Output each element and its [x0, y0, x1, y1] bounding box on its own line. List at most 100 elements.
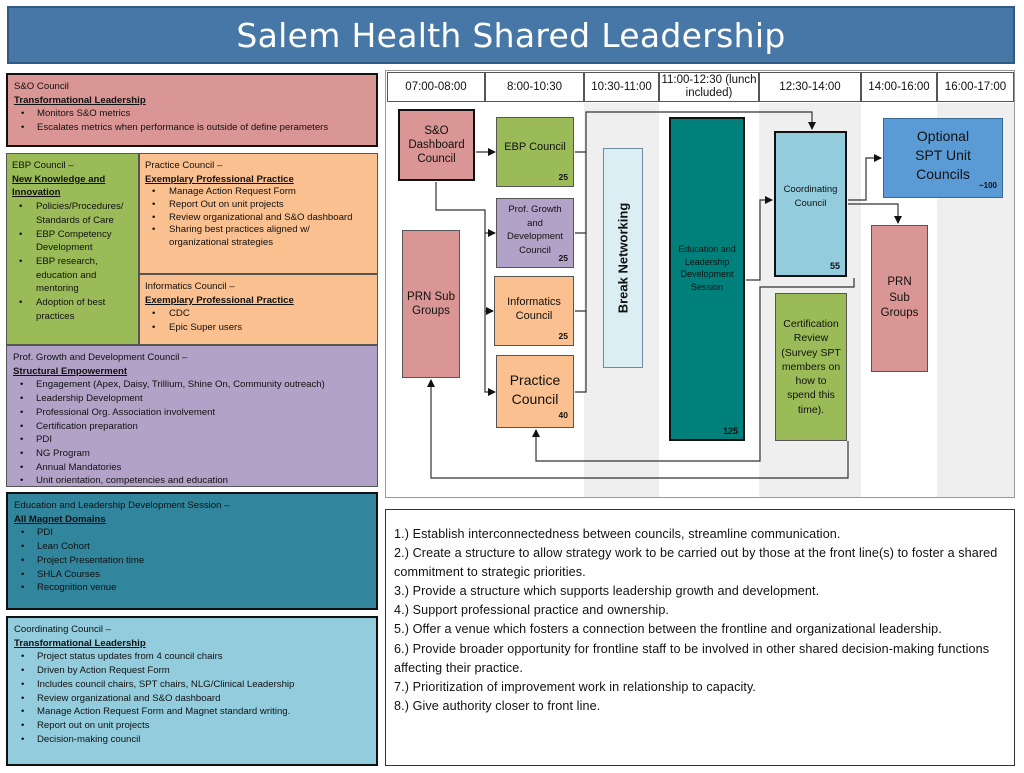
node-count: ~100: [978, 181, 997, 190]
goal-item: 8.) Give authority closer to front line.: [394, 698, 601, 713]
list-item: SHLA Courses: [14, 568, 370, 582]
list-item: Recognition venue: [14, 581, 370, 595]
goal-item: 1.) Establish interconnectedness between…: [394, 527, 841, 541]
prof-growth-council-node[interactable]: Prof. Growth and Development Council 25: [496, 198, 574, 268]
node-label: PRN Sub Groups: [880, 276, 919, 320]
list-item: Unit orientation, competencies and educa…: [13, 474, 371, 486]
list-item: Project status updates from 4 council ch…: [14, 650, 370, 664]
goal-item: 2.) Create a structure to allow strategy…: [394, 546, 998, 580]
panel-heading: Coordinating Council –: [14, 624, 112, 635]
informatics-council-node[interactable]: Informatics Council 25: [494, 276, 574, 346]
list-item: Leadership Development: [13, 392, 371, 406]
list-item: Review organizational and S&O dashboard: [145, 212, 372, 225]
list-item: Report Out on unit projects: [145, 199, 372, 212]
goal-item: 7.) Prioritization of improvement work i…: [394, 679, 757, 694]
list-item: Epic Super users: [145, 321, 372, 335]
list-item: Monitors S&O metrics: [14, 107, 370, 121]
list-item: Report out on unit projects: [14, 719, 370, 733]
goal-item: 5.) Offer a venue which fosters a connec…: [394, 622, 942, 637]
node-label: EBP Council: [504, 141, 566, 153]
node-label: Break Networking: [615, 202, 631, 314]
panel-list: Policies/Procedures/ Standards of Care E…: [12, 200, 133, 323]
list-item: Professional Org. Association involvemen…: [13, 406, 371, 420]
panel-list: PDI Lean Cohort Project Presentation tim…: [14, 526, 370, 595]
node-label: Optional SPT Unit Councils: [915, 127, 971, 182]
page-title: Salem Health Shared Leadership: [236, 15, 786, 55]
panel-list: Engagement (Apex, Daisy, Trillium, Shine…: [13, 378, 371, 486]
node-label: Prof. Growth and Development Council: [507, 204, 563, 256]
panel-list: Monitors S&O metrics Escalates metrics w…: [14, 107, 370, 134]
panel-heading: Education and Leadership Development Ses…: [14, 500, 230, 511]
sno-council-panel: S&O Council Transformational Leadership …: [6, 73, 378, 147]
time-slot: 10:30-11:00: [584, 72, 659, 102]
node-count: 125: [722, 425, 738, 436]
ebp-council-node[interactable]: EBP Council 25: [496, 117, 574, 187]
list-item: Manage Action Request Form: [145, 186, 372, 199]
node-count: 25: [558, 331, 568, 341]
list-item: Driven by Action Request Form: [14, 664, 370, 678]
list-item: Project Presentation time: [14, 554, 370, 568]
optional-spt-unit-councils-node[interactable]: Optional SPT Unit Councils ~100: [883, 118, 1003, 198]
panel-subheading: Exemplary Professional Practice: [145, 173, 294, 185]
goal-item: 6.) Provide broader opportunity for fron…: [394, 641, 990, 675]
node-count: 55: [829, 260, 840, 271]
node-label: S&O Dashboard Council: [408, 125, 465, 165]
panel-list: Project status updates from 4 council ch…: [14, 650, 370, 746]
list-item: Includes council chairs, SPT chairs, NLG…: [14, 678, 370, 692]
panel-subheading: Transformational Leadership: [14, 637, 146, 649]
list-item: Sharing best practices aligned w/ organi…: [145, 224, 372, 249]
list-item: Manage Action Request Form and Magnet st…: [14, 705, 370, 719]
break-networking-node[interactable]: Break Networking: [603, 148, 643, 368]
informatics-council-panel: Informatics Council – Exemplary Professi…: [139, 274, 378, 345]
time-slot: 8:00-10:30: [485, 72, 584, 102]
time-slot: 14:00-16:00: [861, 72, 937, 102]
list-item: Policies/Procedures/ Standards of Care: [12, 200, 133, 227]
panel-subheading: All Magnet Domains: [14, 513, 106, 525]
panel-subheading: Structural Empowerment: [13, 365, 128, 377]
time-slot: 11:00-12:30 (lunch included): [659, 72, 759, 102]
goal-item: 4.) Support professional practice and ow…: [394, 603, 670, 618]
practice-council-node[interactable]: Practice Council 40: [496, 355, 574, 428]
prn-sub-groups-right-node[interactable]: PRN Sub Groups: [871, 225, 928, 372]
certification-review-node[interactable]: Certification Review (Survey SPT members…: [775, 293, 847, 441]
panel-heading: S&O Council: [14, 81, 69, 92]
panel-subheading: New Knowledge and Innovation: [12, 173, 106, 199]
list-item: Review organizational and S&O dashboard: [14, 692, 370, 706]
title-bar: Salem Health Shared Leadership: [7, 6, 1015, 64]
node-count: 25: [558, 252, 568, 263]
time-slot: 12:30-14:00: [759, 72, 861, 102]
list-item: EBP research, education and mentoring: [12, 255, 133, 296]
sno-dashboard-council-node[interactable]: S&O Dashboard Council: [398, 109, 475, 181]
node-label: Certification Review (Survey SPT members…: [781, 317, 841, 416]
node-label: Practice Council: [509, 371, 561, 407]
goals-list: 1.) Establish interconnectedness between…: [385, 509, 1015, 766]
list-item: Certification preparation: [13, 420, 371, 434]
node-label: PRN Sub Groups: [407, 291, 455, 317]
list-item: Escalates metrics when performance is ou…: [14, 121, 370, 135]
education-leadership-session-node[interactable]: Education and Leadership Development Ses…: [669, 117, 745, 441]
node-label: Education and Leadership Development Ses…: [678, 244, 736, 292]
time-slot: 07:00-08:00: [387, 72, 485, 102]
list-item: Decision-making council: [14, 733, 370, 747]
goal-item: 3.) Provide a structure which supports l…: [394, 584, 820, 599]
panel-list: Manage Action Request Form Report Out on…: [145, 186, 372, 249]
coordinating-council-node[interactable]: Coordinating Council 55: [774, 131, 847, 277]
panel-list: CDC Epic Super users: [145, 307, 372, 334]
node-count: 25: [558, 172, 568, 182]
list-item: Adoption of best practices: [12, 296, 133, 323]
panel-heading: Practice Council –: [145, 160, 223, 171]
node-label: Informatics Council: [507, 296, 561, 322]
list-item: NG Program: [13, 447, 371, 461]
list-item: Annual Mandatories: [13, 461, 371, 475]
list-item: PDI: [13, 433, 371, 447]
list-item: EBP Competency Development: [12, 228, 133, 255]
prof-growth-council-panel: Prof. Growth and Development Council – S…: [6, 345, 378, 487]
list-item: CDC: [145, 307, 372, 321]
list-item: PDI: [14, 526, 370, 540]
node-count: 40: [558, 410, 568, 420]
coordinating-council-panel: Coordinating Council – Transformational …: [6, 616, 378, 766]
list-item: Engagement (Apex, Daisy, Trillium, Shine…: [13, 378, 371, 392]
education-leadership-panel: Education and Leadership Development Ses…: [6, 492, 378, 610]
prn-sub-groups-left-node[interactable]: PRN Sub Groups: [402, 230, 460, 378]
panel-heading: Informatics Council –: [145, 281, 235, 292]
